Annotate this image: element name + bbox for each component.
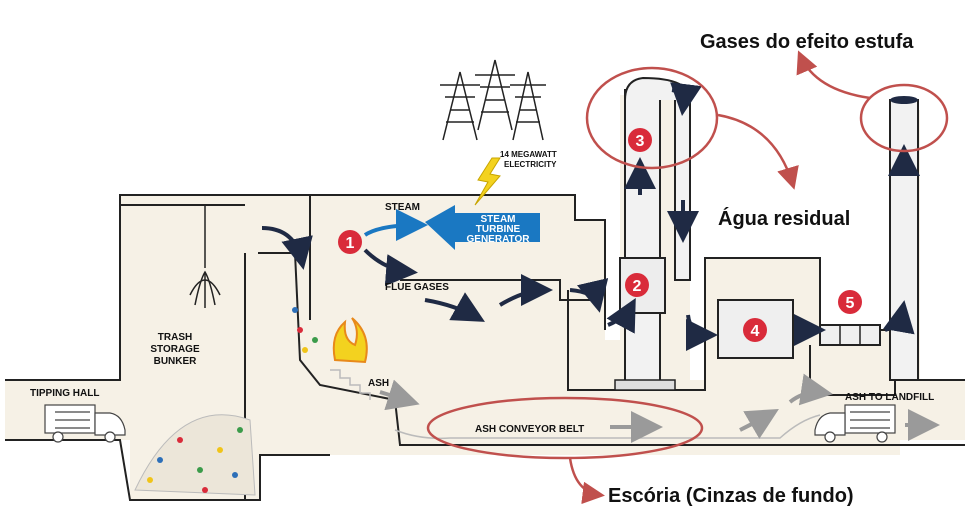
svg-text:4: 4 — [751, 323, 760, 340]
label-ash: ASH — [368, 378, 389, 389]
fire-icon — [332, 317, 368, 364]
steam-turbine-generator — [425, 205, 540, 250]
label-tipping-hall: TIPPING HALL — [30, 388, 99, 399]
label-turbine-3: GENERATOR — [467, 234, 531, 245]
annotation-greenhouse-gases: Gases do efeito estufa — [700, 31, 914, 53]
crane-claw-icon — [189, 205, 221, 308]
truck-icon-left — [44, 404, 126, 443]
label-ash-conveyor-belt: ASH CONVEYOR BELT — [475, 424, 584, 435]
power-pylon-icon — [440, 59, 546, 141]
annotation-wastewater: Água residual — [718, 207, 850, 230]
label-flue-gases: FLUE GASES — [385, 282, 449, 293]
ash-conveyor — [330, 369, 821, 440]
truck-icon-right — [814, 404, 896, 443]
label-electricity-2: ELECTRICITY — [504, 160, 557, 169]
label-trash-2: STORAGE — [150, 344, 200, 355]
label-turbine-1: STEAM — [481, 214, 516, 225]
label-trash-3: BUNKER — [154, 356, 198, 367]
marker-3: 3 — [628, 128, 652, 152]
flow-arrows — [261, 82, 940, 443]
marker-1: 1 — [338, 230, 362, 254]
marker-2: 2 — [625, 273, 649, 297]
baghouse-box — [819, 324, 881, 346]
svg-text:2: 2 — [633, 278, 642, 295]
svg-text:3: 3 — [636, 133, 645, 150]
label-turbine-2: TURBINE — [476, 224, 521, 235]
label-trash-1: TRASH — [158, 332, 192, 343]
svg-text:1: 1 — [346, 235, 355, 252]
label-ash-to-landfill: ASH TO LANDFILL — [845, 392, 934, 403]
annotation-bottom-ash: Escória (Cinzas de fundo) — [608, 485, 854, 507]
svg-text:5: 5 — [846, 295, 855, 312]
trash-pile-icon — [134, 307, 318, 496]
lightning-icon — [474, 157, 501, 206]
chimney — [889, 96, 919, 381]
annotation-highlights — [426, 50, 949, 505]
marker-4: 4 — [743, 318, 767, 342]
marker-5: 5 — [838, 290, 862, 314]
label-steam: STEAM — [385, 202, 420, 213]
label-electricity-1: 14 MEGAWATT — [500, 150, 557, 159]
